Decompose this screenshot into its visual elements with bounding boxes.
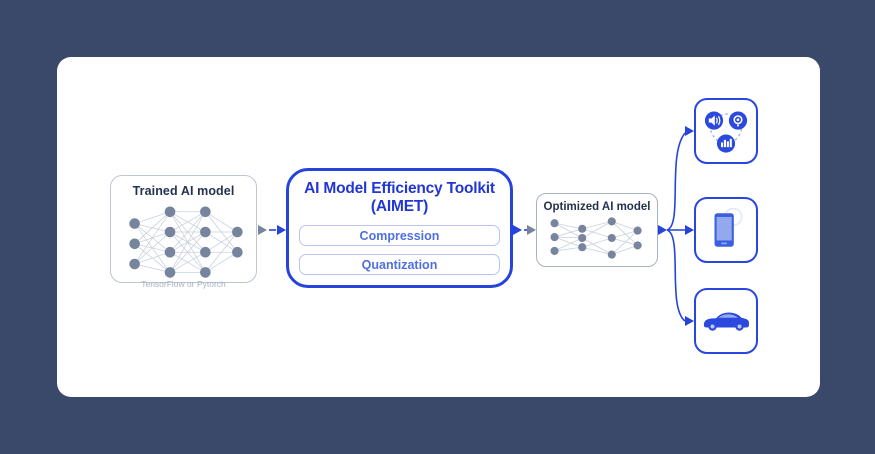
trained-model-box: Trained AI model TensorFlow or Pytorch <box>110 175 257 289</box>
compression-pill: Compression <box>299 225 500 246</box>
aimet-pills: Compression Quantization <box>289 225 510 275</box>
optimized-model-box: Optimized AI model <box>536 193 658 267</box>
target-box-car <box>694 288 758 354</box>
aimet-title-line2: (AIMET) <box>370 198 429 215</box>
quantization-pill: Quantization <box>299 254 500 275</box>
car-icon <box>703 312 750 331</box>
bar-chart-icon <box>716 134 736 153</box>
target-box-iot-devices <box>694 98 758 164</box>
camera-lens-icon <box>728 111 748 130</box>
target-box-smartphone <box>694 197 758 263</box>
optimized-network-graphic <box>550 217 642 259</box>
aimet-title: AI Model Efficiency Toolkit (AIMET) <box>289 180 510 216</box>
iot-devices-icon <box>704 111 748 153</box>
arrow-aimet-to-optimized <box>513 225 536 235</box>
trained-network-graphic <box>129 206 243 278</box>
aimet-title-line1: AI Model Efficiency Toolkit <box>304 180 495 197</box>
arrow-optimized-to-targets <box>658 126 694 326</box>
diagram-card: Trained AI model TensorFlow or Pytorch A… <box>57 57 820 397</box>
smartphone-icon <box>714 207 743 247</box>
aimet-box: AI Model Efficiency Toolkit (AIMET) Comp… <box>286 168 513 288</box>
framework-caption: TensorFlow or Pytorch <box>141 279 226 289</box>
trained-model-title: Trained AI model <box>132 184 235 198</box>
speaker-icon <box>704 111 724 130</box>
optimized-model-title: Optimized AI model <box>543 201 651 213</box>
arrow-trained-to-aimet <box>258 225 286 235</box>
